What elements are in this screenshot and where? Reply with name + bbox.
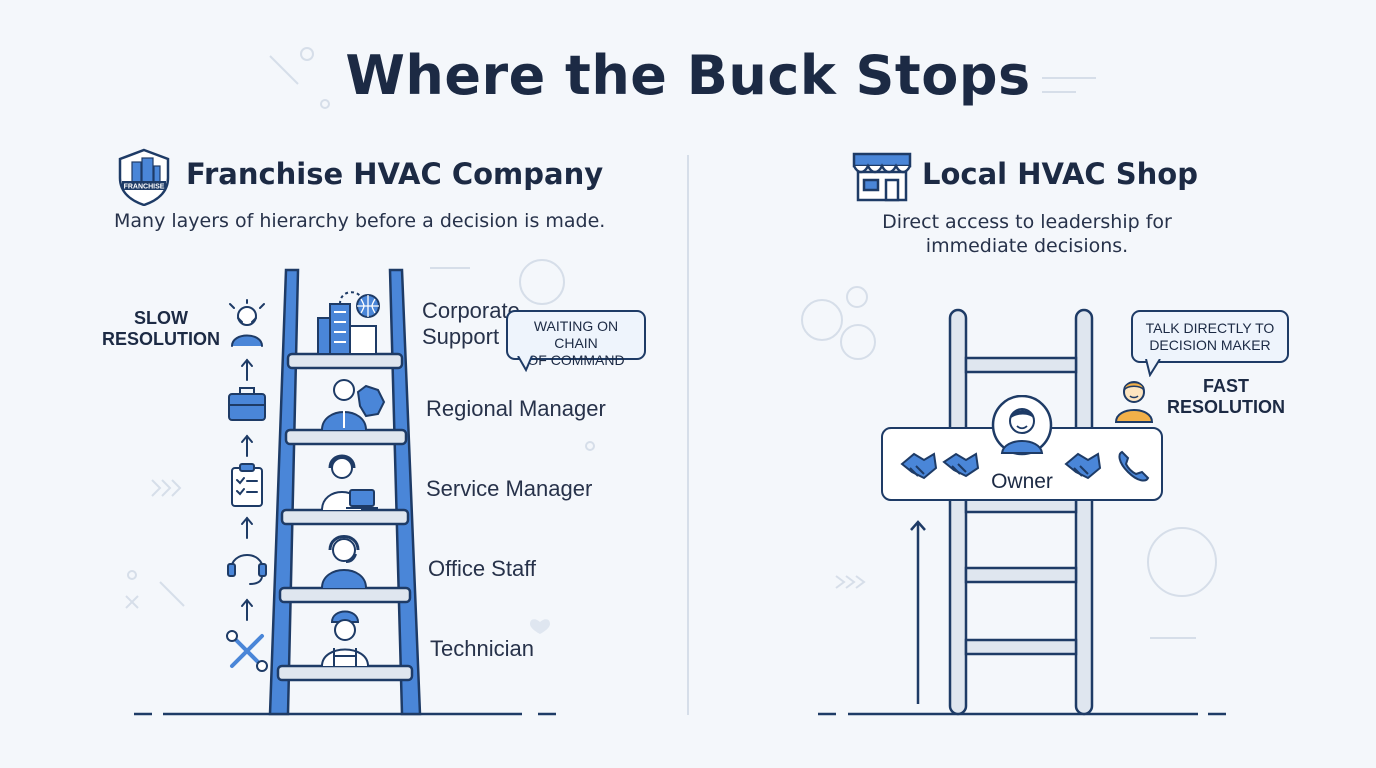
up-arrow-icon (241, 598, 253, 621)
happy-customer-icon (1114, 381, 1154, 423)
gear-decor-icon (1147, 527, 1217, 597)
franchise-panel-title: Franchise HVAC Company (186, 157, 604, 191)
gear-decor-icon (846, 286, 868, 308)
local-shop-panel-subtitle: Direct access to leadership for immediat… (882, 211, 1172, 257)
escalation-chain (226, 299, 268, 672)
ladder-rung (964, 638, 1078, 656)
clipboard-checklist-icon (231, 463, 263, 507)
ladder-rung (276, 664, 414, 682)
level-technician: Technician (430, 636, 534, 661)
service-manager-icon (321, 454, 378, 511)
level-regional-manager: Regional Manager (426, 396, 606, 421)
heart-decor-icon (530, 619, 550, 634)
ladder-right-rail (388, 268, 422, 716)
regional-manager-icon (321, 379, 386, 431)
phone-icon (1118, 450, 1150, 482)
ladder-rung (280, 508, 410, 526)
franchise-panel-subtitle: Many layers of hierarchy before a decisi… (114, 210, 606, 232)
frustrated-person-icon (229, 299, 265, 347)
ladder-rung (278, 586, 412, 604)
bubble-tail (517, 356, 533, 372)
ladder-rung (964, 566, 1078, 584)
ladder-rung (284, 428, 408, 446)
gear-decor-icon (300, 47, 314, 61)
slow-resolution-label: SLOW RESOLUTION (101, 308, 220, 349)
level-service-manager: Service Manager (426, 476, 593, 501)
gear-decor-icon (320, 99, 330, 109)
ladder-rung (286, 352, 404, 370)
ladder-left-rail (268, 268, 300, 716)
up-arrow-icon (241, 434, 253, 457)
fast-resolution-label: FAST RESOLUTION (1166, 376, 1285, 417)
briefcase-icon (228, 387, 266, 421)
page-title: Where the Buck Stops (345, 44, 1031, 107)
handshake-icon (900, 452, 938, 480)
office-staff-headset-icon (321, 535, 367, 589)
up-arrow-icon (241, 358, 253, 381)
waiting-speech-bubble: WAITING ON CHAIN OF COMMAND (506, 310, 646, 368)
hierarchy-ladder (268, 268, 422, 716)
corporate-building-icon (317, 291, 380, 355)
handshake-icon (1064, 452, 1102, 480)
wrench-screwdriver-icon (226, 630, 268, 672)
handshake-icon (942, 452, 980, 478)
local-shop-panel-title: Local HVAC Shop (922, 157, 1198, 191)
local-shop-storefront-icon (852, 152, 912, 202)
franchise-shield-logo-icon: FRANCHISE (118, 148, 170, 206)
level-office-staff: Office Staff (428, 556, 537, 581)
owner-card-icons (900, 450, 1150, 482)
logo-text: FRANCHISE (124, 184, 165, 191)
bubble-tail (1145, 359, 1161, 377)
talk-directly-speech-bubble: TALK DIRECTLY TO DECISION MAKER (1131, 310, 1289, 363)
gear-decor-icon (801, 299, 843, 341)
rising-arrow-icon (910, 520, 926, 704)
level-corporate-support: Corporate Support (422, 298, 520, 349)
ladder-rung (964, 356, 1078, 374)
ladder-left-rail (948, 308, 968, 716)
owner-label: Owner (991, 470, 1053, 493)
gear-decor-icon (840, 324, 876, 360)
up-arrow-icon (241, 516, 253, 539)
ladder-right-rail (1074, 308, 1094, 716)
technician-icon (321, 610, 369, 667)
owner-avatar-icon (991, 395, 1053, 456)
local-ladder (948, 308, 1094, 716)
headset-icon (227, 554, 267, 585)
